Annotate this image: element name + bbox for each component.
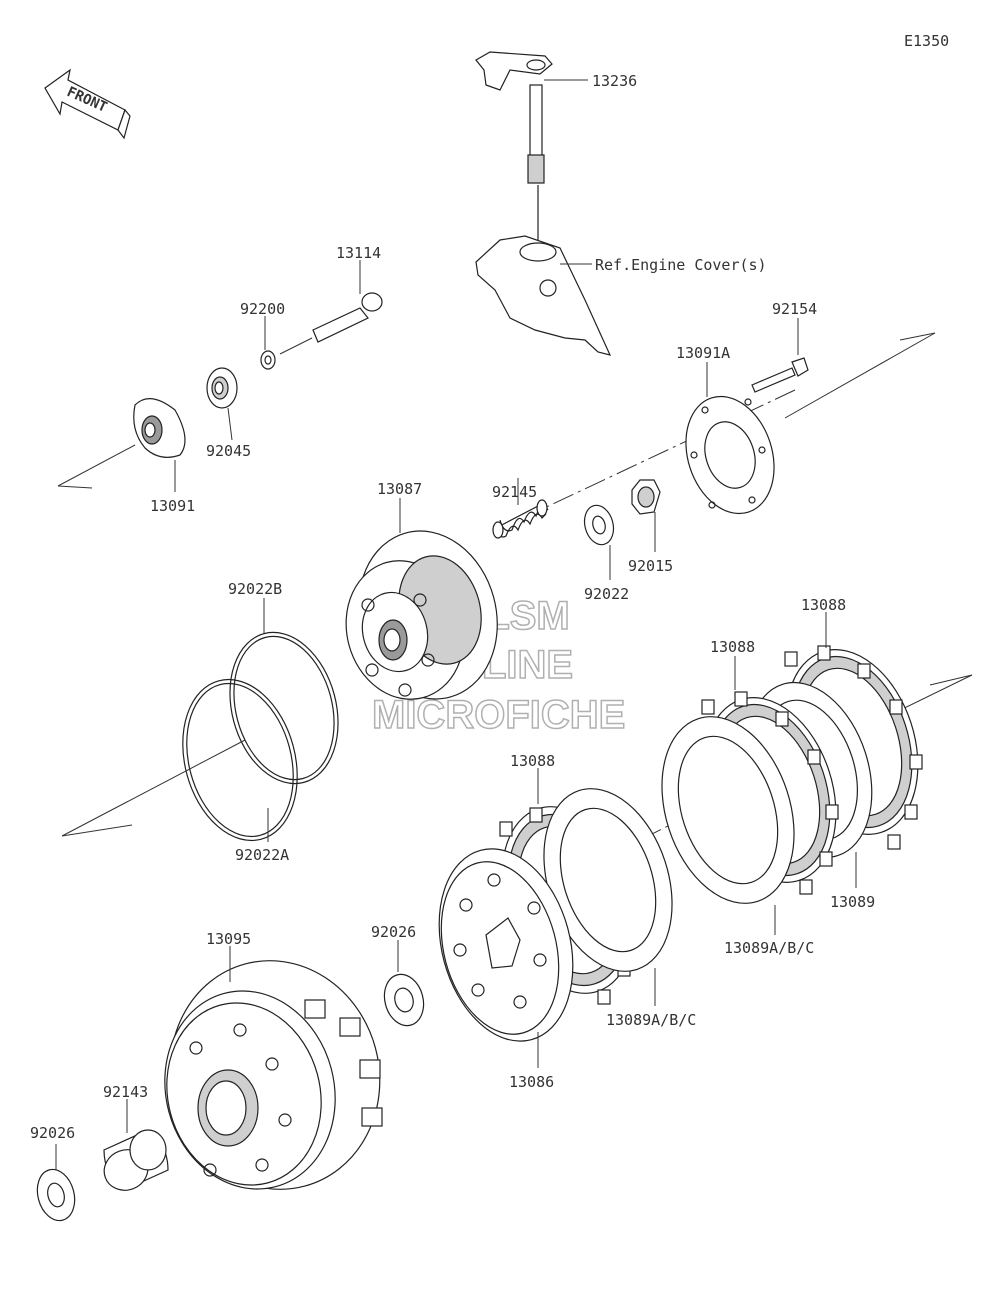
ref-engine-cover-note: Ref.Engine Cover(s) [595, 256, 767, 274]
label-13114: 13114 [336, 244, 381, 262]
label-13088-left: 13088 [510, 752, 555, 770]
washer-92026-mid[interactable] [379, 970, 429, 1030]
push-rod-13114[interactable] [312, 292, 383, 343]
label-13089ABC-left: 13089A/B/C [606, 1011, 696, 1029]
steel-plate-13089ABC-right[interactable] [639, 700, 816, 921]
label-13088-top: 13088 [801, 596, 846, 614]
label-92143: 92143 [103, 1083, 148, 1101]
label-13095: 13095 [206, 930, 251, 948]
label-13089ABC-right: 13089A/B/C [724, 939, 814, 957]
spring-92145[interactable] [492, 499, 549, 539]
label-92154: 92154 [772, 300, 817, 318]
release-shaft-13236[interactable] [475, 51, 553, 184]
label-13089: 13089 [830, 893, 875, 911]
pressure-plate-13086[interactable] [419, 834, 593, 1056]
ring-92022A[interactable] [166, 667, 315, 854]
bearing-92045[interactable] [206, 367, 238, 409]
front-arrow-icon: FRONT [44, 68, 131, 140]
bolt-92154[interactable] [751, 357, 809, 393]
label-92145: 92145 [492, 483, 537, 501]
label-13091: 13091 [150, 497, 195, 515]
label-13088-mid: 13088 [710, 638, 755, 656]
label-92022: 92022 [584, 585, 629, 603]
label-92026-mid: 92026 [371, 923, 416, 941]
label-13091A: 13091A [676, 344, 730, 362]
diagram-code: E1350 [904, 32, 949, 50]
label-13236: 13236 [592, 72, 637, 90]
washer-92022[interactable] [580, 502, 617, 548]
label-13087: 13087 [377, 480, 422, 498]
holder-13091[interactable] [133, 398, 186, 458]
label-13086: 13086 [509, 1073, 554, 1091]
label-92200: 92200 [240, 300, 285, 318]
label-92045: 92045 [206, 442, 251, 460]
washer-92026-left[interactable] [32, 1165, 80, 1225]
label-92022B: 92022B [228, 580, 282, 598]
steel-plate-13089ABC-left[interactable] [522, 772, 694, 988]
label-92015: 92015 [628, 557, 673, 575]
collar-92143[interactable] [98, 1129, 169, 1196]
ring-92022B[interactable] [214, 620, 354, 796]
watermark-line-3: MICROFICHE [372, 693, 625, 737]
plate-13091A[interactable] [672, 385, 789, 525]
engine-cover-boss [475, 235, 612, 356]
washer-92200[interactable] [260, 350, 276, 370]
clutch-hub-13087[interactable] [331, 515, 516, 714]
clutch-housing-13095[interactable] [143, 937, 405, 1213]
label-92026-left: 92026 [30, 1124, 75, 1142]
label-92022A: 92022A [235, 846, 289, 864]
nut-92015[interactable] [631, 479, 661, 515]
